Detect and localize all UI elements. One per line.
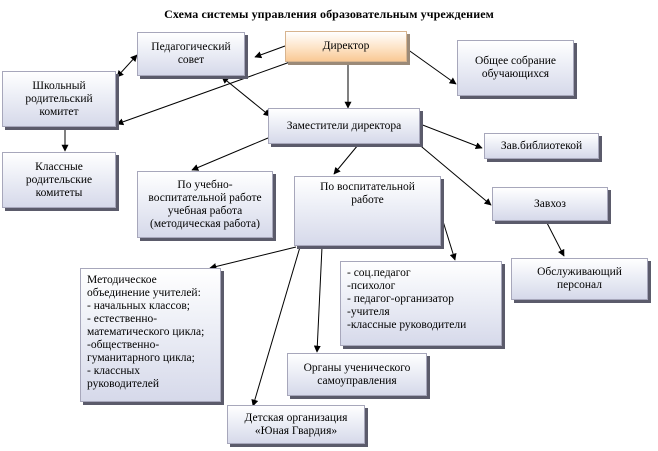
- node-general-meeting: Общее собрание обучающихся: [457, 40, 574, 96]
- node-service-staff: Обслуживающий персонал: [511, 258, 648, 300]
- arrow-educational-specialists: [441, 217, 457, 261]
- arrow-pedcouncil-deputies: [221, 76, 271, 117]
- node-student-government: Органы ученического самоуправления: [287, 353, 427, 396]
- diagram-title: Схема системы управления образовательным…: [164, 7, 494, 21]
- arrow-educational-children: [251, 246, 301, 407]
- arrow-director-pedcouncil: [254, 45, 286, 59]
- node-children-org: Детская организация «Юная Гвардия»: [227, 405, 365, 444]
- node-methodical-association: Методическое объединение учителей: - нач…: [80, 268, 221, 402]
- node-academic-work: По учебно- воспитательной работе учебная…: [137, 171, 273, 238]
- arrow-educational-methodical: [209, 246, 297, 270]
- node-educational-work: По воспитательной работе: [294, 176, 441, 246]
- node-class-parent-committees: Классные родительские комитеты: [2, 152, 116, 208]
- arrow-director-meeting: [406, 48, 457, 85]
- arrow-deputies-supply: [415, 141, 492, 206]
- node-librarian: Зав.библиотекой: [484, 133, 599, 159]
- arrow-pedcouncil-parents: [116, 54, 138, 78]
- arrow-supply-service: [545, 220, 565, 257]
- node-deputies: Заместители директора: [268, 108, 420, 144]
- node-supply-manager: Завхоз: [492, 187, 608, 221]
- node-ped-council: Педагогический совет: [137, 32, 245, 76]
- arrow-director-parents: [116, 61, 291, 126]
- node-specialists: - соц.педагог -психолог - педагог-органи…: [340, 261, 502, 346]
- arrow-educational-government: [313, 246, 323, 353]
- arrow-deputies-educational: [333, 144, 359, 175]
- node-school-parent-committee: Школьный родительский комитет: [2, 71, 116, 127]
- node-director: Директор: [285, 31, 407, 62]
- arrow-deputies-academic: [191, 137, 269, 171]
- arrow-deputies-librarian: [419, 123, 483, 149]
